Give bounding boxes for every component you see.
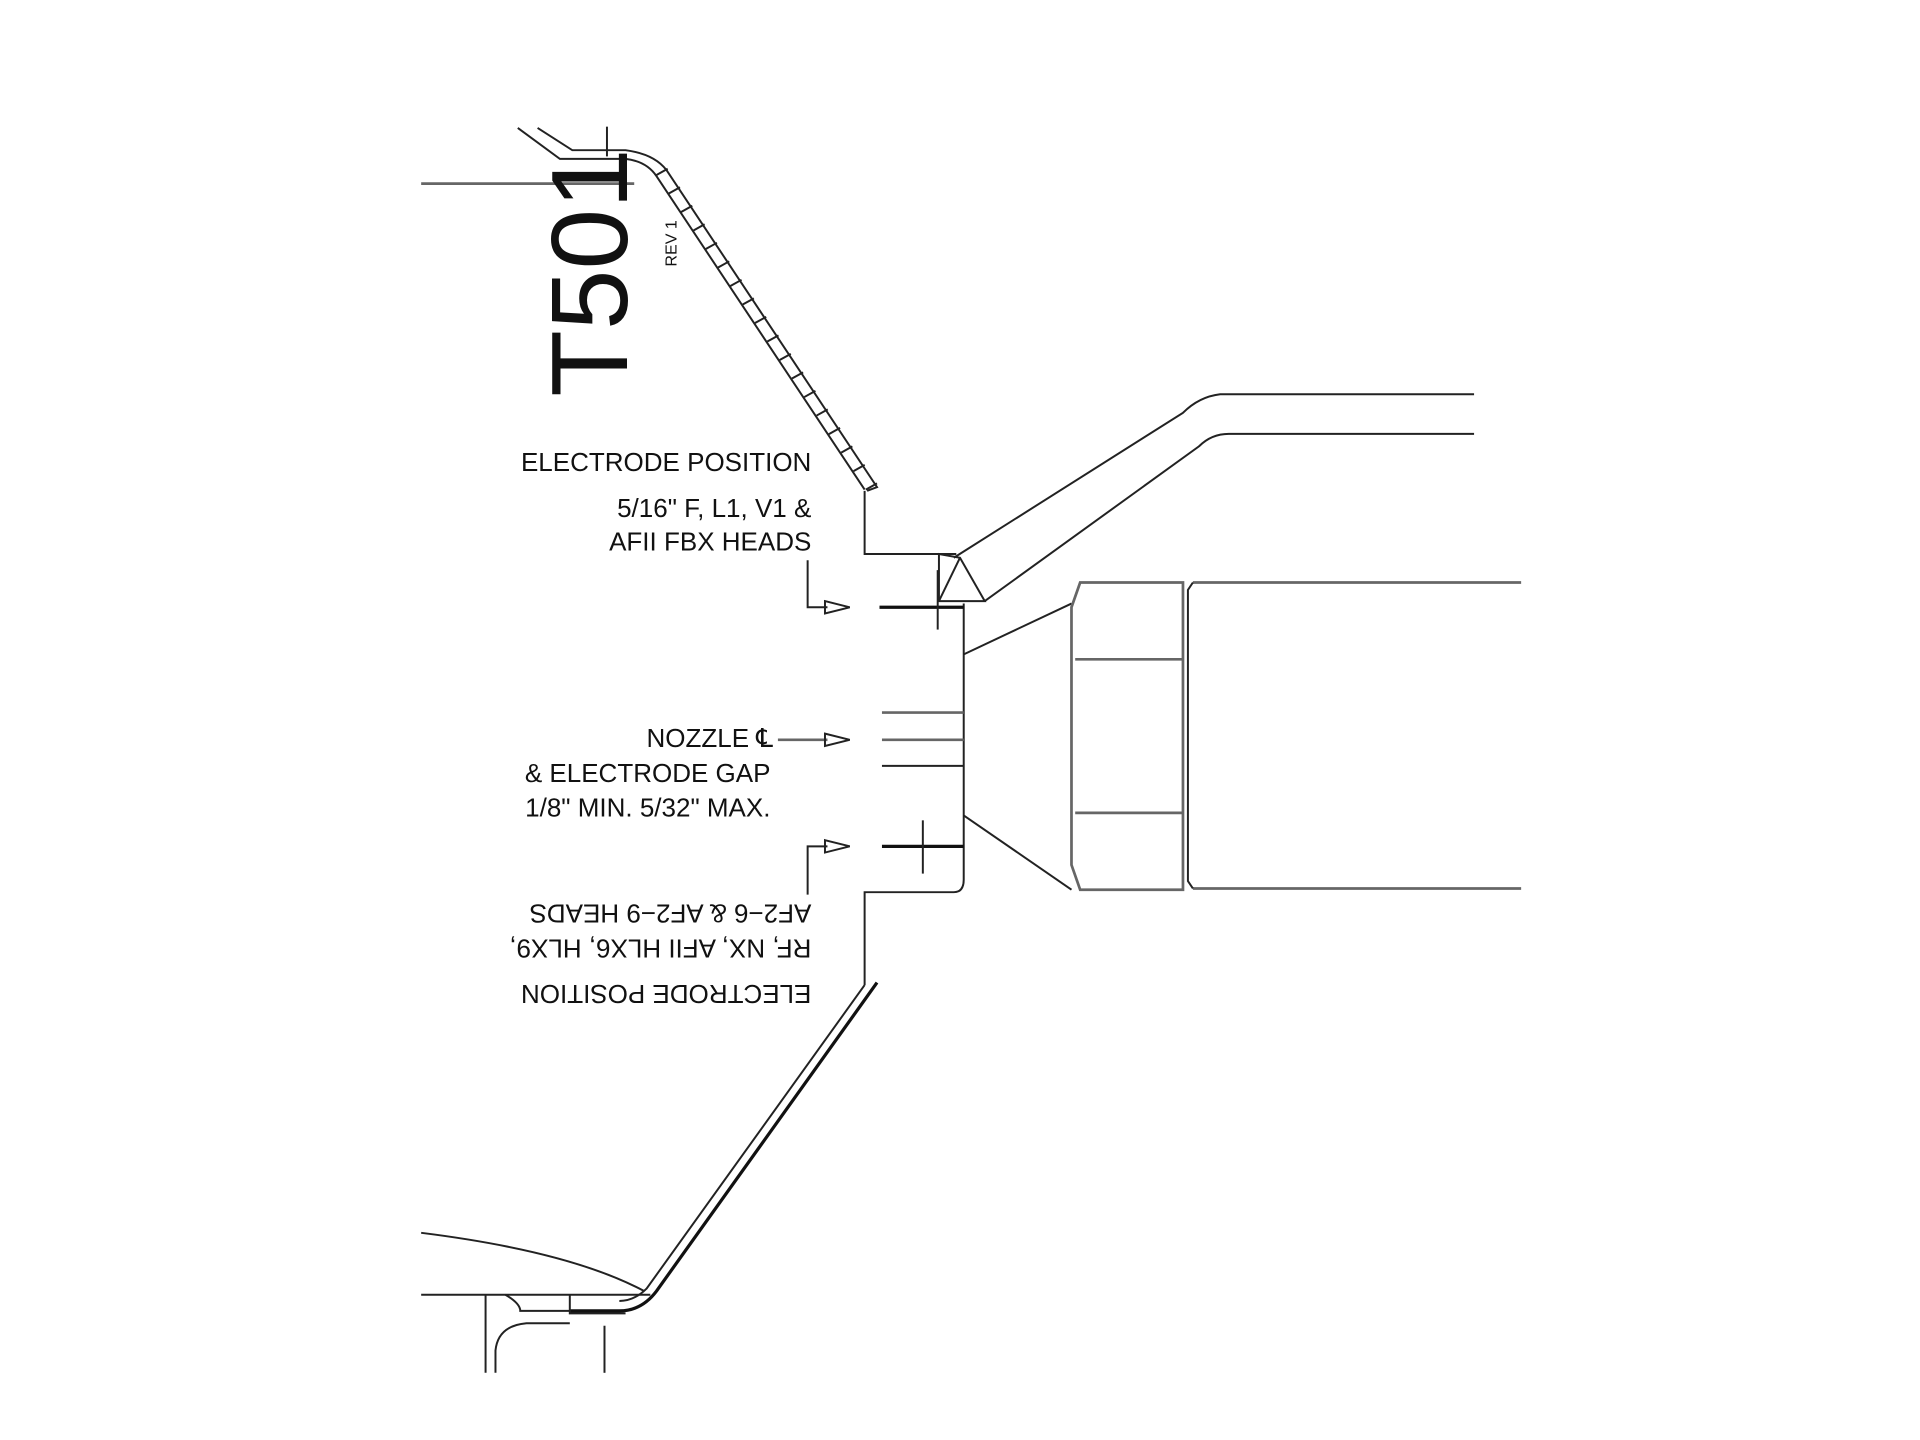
center-label-line1: NOZZLE ℄ bbox=[646, 723, 773, 753]
top-housing-wall bbox=[421, 126, 879, 492]
hatch-tick bbox=[865, 482, 878, 491]
hatch-tick bbox=[656, 167, 669, 176]
center-label-line3: 1/8" MIN. 5/32" MAX. bbox=[525, 793, 770, 823]
hatch-tick bbox=[766, 334, 779, 343]
part-number: T501 bbox=[529, 148, 651, 396]
hatch-tick bbox=[791, 371, 804, 380]
lower-label-line1: ELECTRODE POSITION bbox=[521, 979, 811, 1009]
lower-label-line3: AF2−6 & AF2−9 HEADS bbox=[530, 899, 812, 929]
hatch-tick bbox=[828, 427, 841, 435]
lower-label-line2: RF, NX, AFII HLX6, HLX9, bbox=[509, 933, 811, 963]
upper-wall-step bbox=[863, 490, 957, 556]
hatch-tick bbox=[840, 445, 853, 454]
hatch-tick bbox=[692, 223, 706, 232]
nozzle-body bbox=[1186, 581, 1522, 890]
hatch-tick bbox=[668, 186, 681, 195]
hatch-tick bbox=[803, 390, 816, 398]
hatch-tick bbox=[680, 204, 693, 213]
bottom-housing-wall bbox=[421, 981, 879, 1373]
electrode-rod bbox=[937, 393, 1475, 603]
upper-label-line2: 5/16" F, L1, V1 & bbox=[617, 493, 811, 523]
hatch-tick bbox=[742, 297, 755, 306]
leader-arrow-lower bbox=[806, 838, 850, 895]
upper-label-line3: AFII FBX HEADS bbox=[609, 526, 811, 556]
revision: REV 1 bbox=[662, 220, 680, 267]
hatch-tick bbox=[729, 278, 743, 287]
nozzle bbox=[863, 602, 1073, 986]
hatch-tick bbox=[754, 315, 767, 324]
electrode-crosshair-lower bbox=[881, 820, 964, 874]
hatch-tick bbox=[705, 241, 718, 250]
leader-arrow-upper bbox=[806, 560, 850, 615]
electrode-crosshair-upper bbox=[879, 570, 964, 630]
leader-arrow-center bbox=[777, 732, 850, 748]
hatch-tick bbox=[717, 260, 730, 269]
center-label-line2: & ELECTRODE GAP bbox=[525, 758, 771, 788]
upper-label-line1: ELECTRODE POSITION bbox=[521, 447, 811, 477]
hatch-tick bbox=[779, 352, 792, 361]
hatch-tick bbox=[816, 408, 829, 417]
hatch-tick bbox=[853, 464, 866, 472]
hex-nut bbox=[1070, 581, 1185, 892]
